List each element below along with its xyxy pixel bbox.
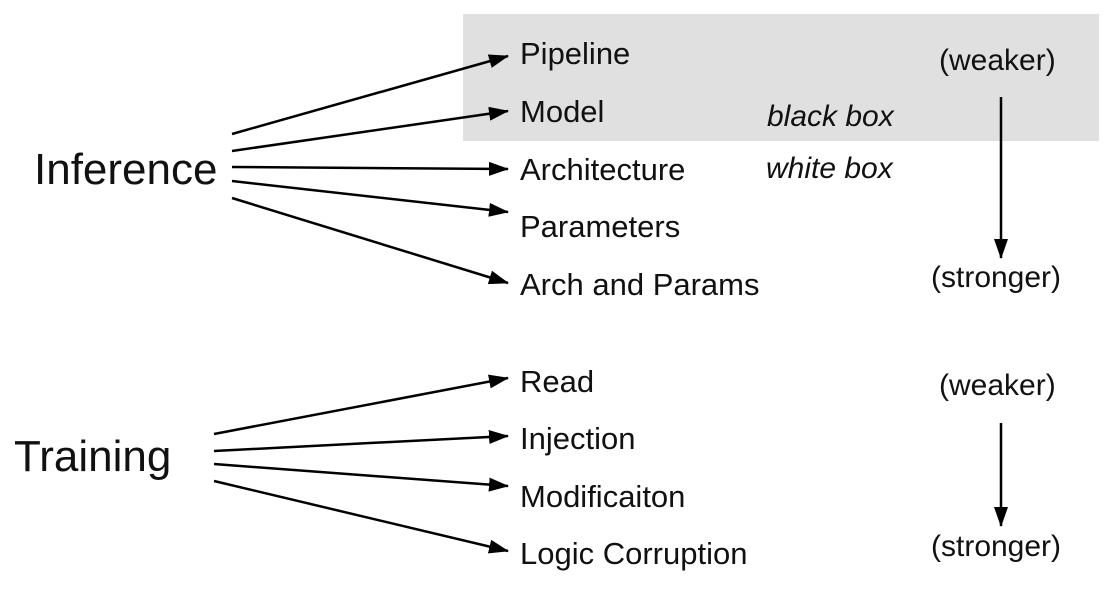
arrow-inference-pipeline [231, 54, 509, 136]
black-box-note: black box [767, 100, 894, 133]
arrow-inference-arch-and-params [231, 196, 509, 285]
black-box-shaded-region [463, 14, 1099, 141]
inference-stronger-label: (stronger) [931, 261, 1062, 294]
training-item-read: Read [520, 364, 595, 399]
training-item-injection: Injection [520, 421, 636, 456]
inference-weaker-label: (weaker) [939, 44, 1056, 77]
training-weaker-label: (weaker) [939, 369, 1056, 402]
arrow-inference-architecture [231, 161, 509, 176]
arrow-inference-parameters [231, 179, 509, 217]
arrow-training-read [213, 374, 509, 436]
inference-item-arch-and-params: Arch and Params [520, 267, 760, 302]
inference-label: Inference [34, 145, 218, 194]
inference-item-architecture: Architecture [520, 152, 686, 187]
arrow-training-modification [213, 462, 509, 492]
inference-item-parameters: Parameters [520, 209, 681, 244]
white-box-note: white box [766, 152, 893, 185]
arrow-training-injection [213, 429, 509, 453]
arrow-inference-model [231, 106, 509, 153]
training-label: Training [14, 432, 172, 481]
arrow-training-logic-corruption [213, 479, 509, 554]
inference-item-model: Model [520, 94, 605, 129]
training-stronger-label: (stronger) [931, 530, 1062, 563]
training-item-logic-corruption: Logic Corruption [520, 536, 748, 571]
training-item-modification: Modificaiton [520, 479, 686, 514]
inference-item-pipeline: Pipeline [520, 36, 631, 71]
